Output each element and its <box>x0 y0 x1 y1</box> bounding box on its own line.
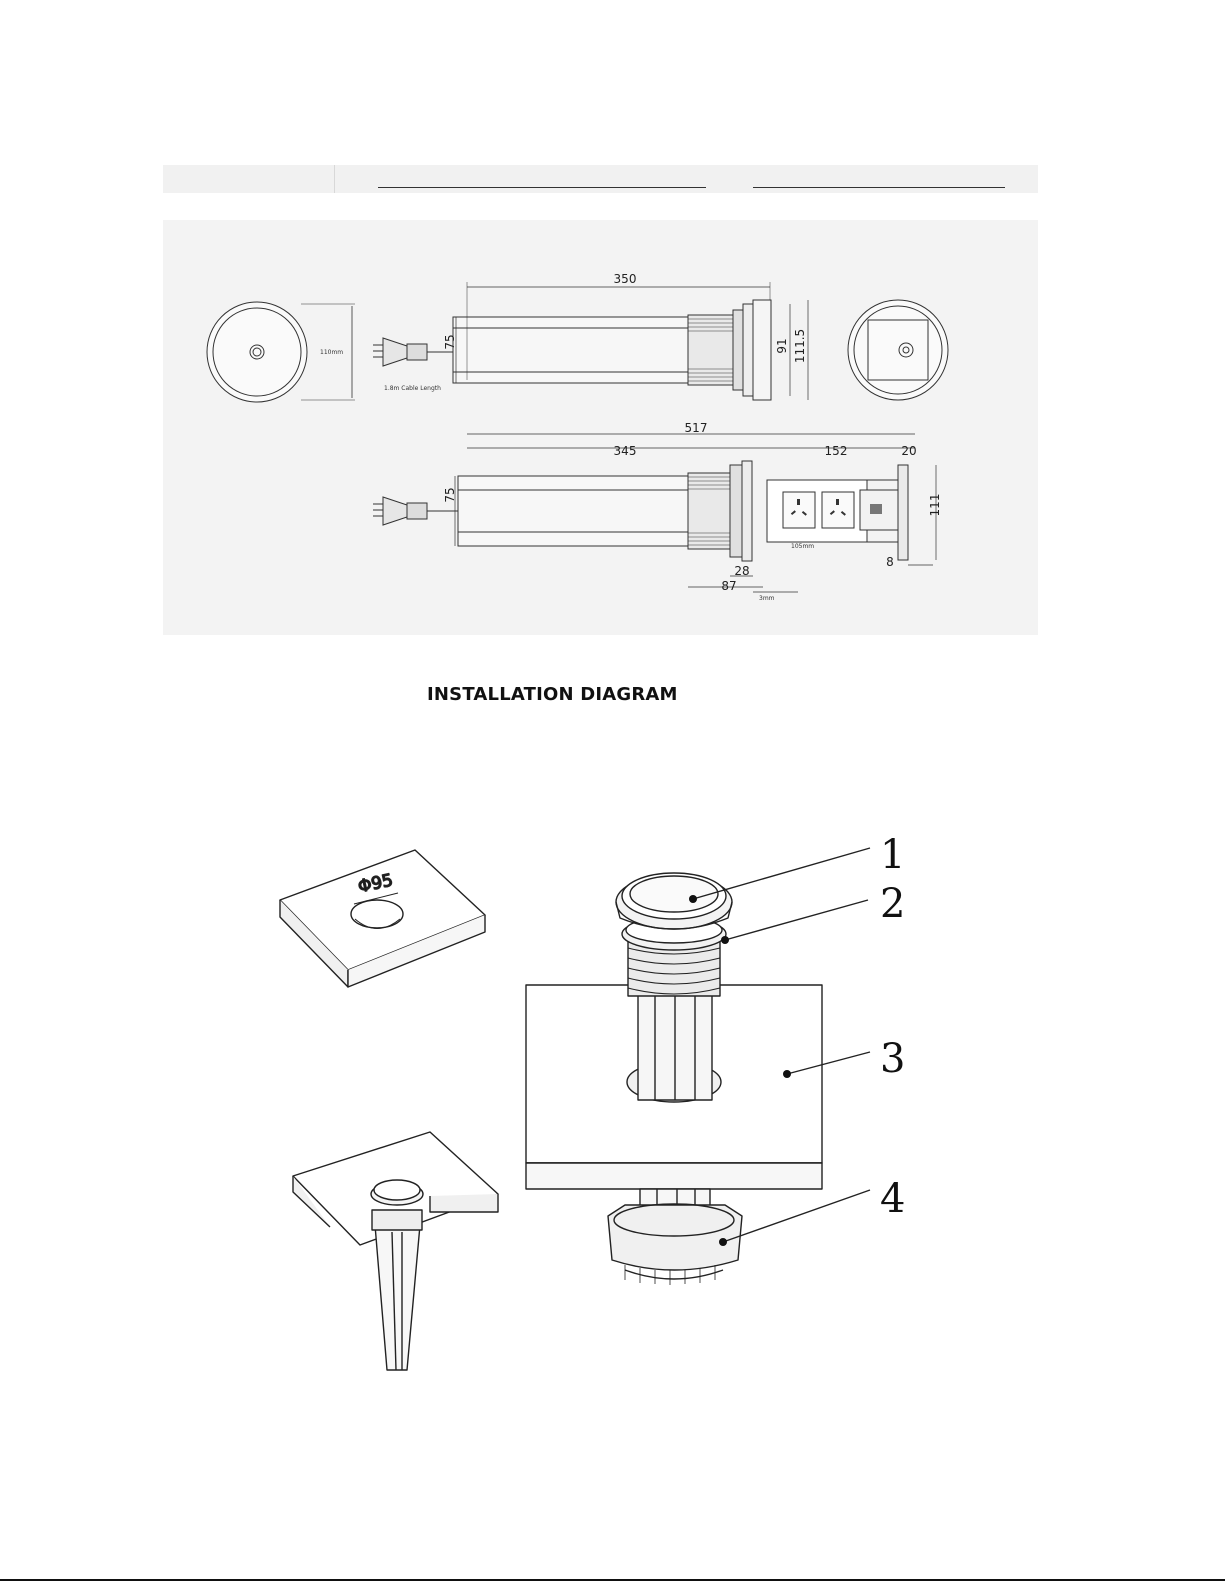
dimension-drawing-panel: 350 75 91 111.5 110mm 1.8m Cable Length … <box>163 220 1038 635</box>
dim-105mm: 105mm <box>791 543 814 550</box>
dim-111: 111 <box>928 494 942 517</box>
cable-length-label: 1.8m Cable Length <box>384 385 441 392</box>
side-view-closed <box>373 282 808 400</box>
bottom-view-circle <box>848 300 948 400</box>
dim-111-5: 111.5 <box>793 329 807 363</box>
callout-2: 2 <box>880 881 905 927</box>
dim-91: 91 <box>775 338 789 353</box>
dim-350: 350 <box>614 272 637 286</box>
installation-diagram-title: INSTALLATION DIAGRAM <box>427 684 678 705</box>
board-with-unit <box>293 1132 498 1370</box>
board-with-hole <box>280 850 485 987</box>
dim-345: 345 <box>614 444 637 458</box>
installation-svg: Φ95 <box>230 820 990 1420</box>
dim-20: 20 <box>901 444 916 458</box>
dim-110mm: 110mm <box>320 349 343 356</box>
dimension-drawings-svg: 350 75 91 111.5 110mm 1.8m Cable Length … <box>163 220 1038 635</box>
callout-3: 3 <box>880 1036 905 1082</box>
dim-28: 28 <box>734 564 749 578</box>
callout-4: 4 <box>880 1176 905 1222</box>
dim-517: 517 <box>685 421 708 435</box>
header-rule-right <box>753 187 1005 188</box>
header-band <box>163 165 1038 193</box>
side-view-open <box>373 434 936 592</box>
dim-3mm: 3mm <box>759 595 775 602</box>
callout-1: 1 <box>880 832 905 878</box>
bottom-rule <box>0 1579 1225 1581</box>
dim-87: 87 <box>721 579 736 593</box>
header-divider <box>334 165 335 193</box>
installation-illustration: Φ95 <box>230 820 990 1420</box>
header-rule-left <box>378 187 706 188</box>
dim-152: 152 <box>825 444 848 458</box>
dim-8: 8 <box>886 555 894 569</box>
dim-75-top: 75 <box>443 334 457 349</box>
dim-75-bottom: 75 <box>443 487 457 502</box>
